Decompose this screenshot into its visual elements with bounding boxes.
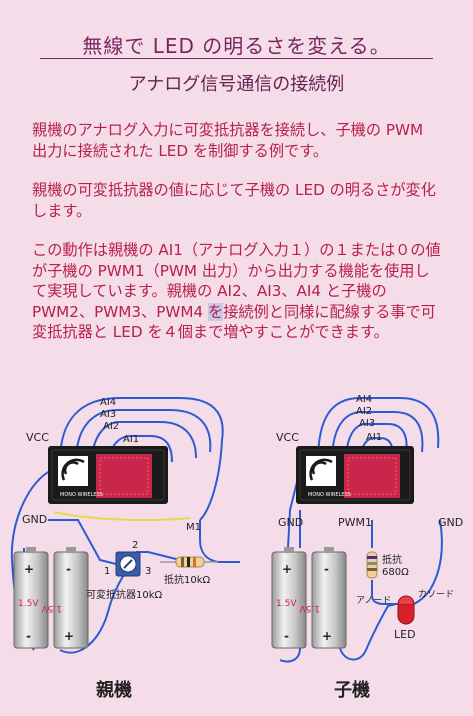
child-pwm-label: PWM1 xyxy=(338,516,372,529)
pot-pin-2: 2 xyxy=(132,540,138,551)
parent-battery-right-voltage: 1.5V xyxy=(41,603,62,613)
child-vcc-label: VCC xyxy=(276,431,299,444)
child-battery-left: + - 1.5V xyxy=(271,547,307,649)
parent-resistor-label: 抵抗10kΩ xyxy=(164,573,211,586)
child-battery-left-voltage: 1.5V xyxy=(276,599,297,609)
parent-battery-left: + - 1.5V xyxy=(13,547,49,649)
parent-ai2-label: AI2 xyxy=(103,421,119,432)
svg-text:-: - xyxy=(284,629,289,643)
paragraph-intro: 親機のアナログ入力に可変抵抗器を接続し、子機の PWM 出力に接続された LED… xyxy=(32,121,424,160)
parent-chip xyxy=(96,454,152,498)
child-battery-right: - + 1.5V xyxy=(299,547,347,649)
parent-m1-label: M1 xyxy=(186,522,201,533)
parent-vcc-label: VCC xyxy=(26,431,49,444)
parent-unit: MONO WIRELESS VCC GND AI4 AI3 AI2 AI1 M1… xyxy=(10,397,240,654)
child-logo-text: MONO WIRELESS xyxy=(308,492,351,498)
child-cathode-label: カソード xyxy=(418,589,454,600)
child-ai3-label: AI3 xyxy=(359,418,375,429)
child-resistor-label-1: 抵抗 xyxy=(382,553,402,566)
child-resistor-label-2: 680Ω xyxy=(382,567,409,578)
paragraph-details-a: この動作は親機の AI1（アナログ入力１）の１または０の値が子機の PWM1（P… xyxy=(32,241,441,321)
page-title: 無線で LED の明るさを変える。 xyxy=(82,34,391,58)
parent-ai4-label: AI4 xyxy=(100,397,116,408)
child-ai2-label: AI2 xyxy=(356,406,372,417)
child-chip xyxy=(344,454,400,498)
parent-resistor xyxy=(160,556,218,568)
svg-text:-: - xyxy=(26,629,31,643)
parent-caption: 親機 xyxy=(96,680,132,701)
paragraph-details: この動作は親機の AI1（アナログ入力１）の１または０の値が子機の PWM1（P… xyxy=(32,240,442,343)
parent-ai-wires xyxy=(10,397,240,654)
parent-gnd-label: GND xyxy=(22,513,47,526)
highlighted-text: を xyxy=(208,302,224,321)
child-resistor xyxy=(366,551,378,579)
child-led xyxy=(397,595,415,625)
svg-text:+: + xyxy=(64,629,74,643)
child-unit: MONO WIRELESS VCC GND GND AI4 AI2 AI3 AI… xyxy=(271,394,463,663)
child-wires xyxy=(279,397,443,663)
child-ai4-label: AI4 xyxy=(356,394,372,405)
parent-logo-text: MONO WIRELESS xyxy=(60,492,103,498)
child-battery-right-voltage: 1.5V xyxy=(299,603,320,613)
child-gnd-left-label: GND xyxy=(278,516,303,529)
svg-text:+: + xyxy=(322,629,332,643)
parent-battery-left-voltage: 1.5V xyxy=(18,599,39,609)
svg-text:+: + xyxy=(24,562,34,576)
child-led-label: LED xyxy=(394,628,416,641)
pot-pin-1: 1 xyxy=(104,566,110,577)
child-caption: 子機 xyxy=(334,680,370,701)
svg-text:+: + xyxy=(282,562,292,576)
svg-text:-: - xyxy=(324,562,329,576)
page-subtitle: アナログ信号通信の接続例 xyxy=(128,74,345,95)
parent-yellow-wire xyxy=(53,511,191,521)
parent-potentiometer: 1 2 3 xyxy=(104,540,151,577)
parent-battery-right: - + 1.5V xyxy=(41,547,89,649)
child-ai1-label: AI1 xyxy=(366,432,382,443)
svg-text:-: - xyxy=(66,562,71,576)
parent-ai3-label: AI3 xyxy=(100,409,116,420)
title-underline xyxy=(40,58,433,59)
child-anode-label: アノード xyxy=(356,596,391,606)
paragraph-details-b: 接続例と同様に配線する事で可変抵抗器と LED を４個まで増やすことができます。 xyxy=(32,302,436,342)
parent-pot-label: 可変抵抗器10kΩ xyxy=(86,588,163,601)
pot-pin-3: 3 xyxy=(145,566,151,577)
child-gnd-right-label: GND xyxy=(438,516,463,529)
paragraph-behavior: 親機の可変抵抗器の値に応じて子機の LED の明るさが変化します。 xyxy=(32,181,436,220)
parent-ai1-label: AI1 xyxy=(123,434,139,445)
